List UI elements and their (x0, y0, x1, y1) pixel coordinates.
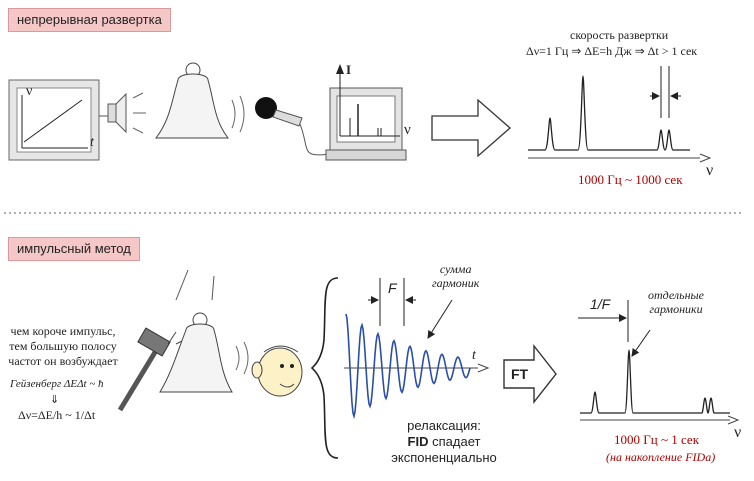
hollow-arrow-top (431, 98, 511, 158)
spectrum-bottom (578, 300, 740, 425)
top-result: 1000 Гц ~ 1000 сек (578, 172, 683, 187)
bell-icon (154, 62, 245, 139)
bottom-nu-label: ν (734, 424, 742, 441)
wave-t-label: t (472, 348, 476, 363)
bell-icon (159, 269, 249, 393)
spectrum-top (528, 66, 712, 163)
harmonics-sum-label: сумма гармоник (432, 262, 480, 290)
speed-formula: Δν=1 Гц ⇒ ΔE=h Дж ⇒ Δt > 1 сек (526, 44, 698, 58)
brace-icon (310, 277, 339, 459)
heisenberg-relation: Гейзенберг ΔEΔt ~ ħ (10, 378, 104, 390)
pulse-method-label: импульсный метод (8, 237, 140, 261)
axis-I-label: I (346, 62, 352, 77)
speaker-icon (99, 92, 146, 134)
frequency-relation: Δν=ΔE/h ~ 1/Δt (18, 408, 96, 422)
monitor-icon (325, 64, 407, 161)
microphone-icon (255, 97, 331, 156)
ft-label: FT (511, 366, 529, 382)
period-F-label: F (388, 280, 397, 296)
speed-title: скорость развертки (570, 28, 669, 42)
continuous-sweep-label: непрерывная развертка (8, 8, 171, 32)
ft-arrow (503, 343, 557, 405)
bottom-result-2: (на накопление FIDa) (606, 450, 716, 464)
inverse-F-label: 1/F (590, 296, 611, 312)
fid-wave (344, 278, 490, 420)
monitor-nu-label: ν (404, 122, 411, 138)
axis-t-label: t (90, 135, 94, 150)
relaxation-text: релаксация: FID спадает экспоненциально (391, 418, 497, 465)
bottom-result-1: 1000 Гц ~ 1 сек (614, 432, 700, 447)
pulse-description: чем короче импульс, тем большую полосу ч… (8, 324, 118, 368)
sweep-generator (8, 79, 100, 161)
listener-face-icon (251, 345, 303, 397)
spectrum-nu-label: ν (706, 162, 714, 179)
separate-harmonics-label: отдельные гармоники (648, 288, 705, 316)
axis-nu-label: ν (26, 84, 33, 99)
down-arrow: ⇓ (50, 394, 60, 406)
